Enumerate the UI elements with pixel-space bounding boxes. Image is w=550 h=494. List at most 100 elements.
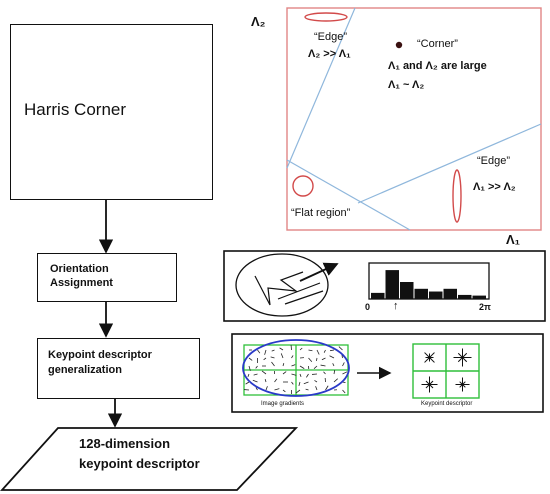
histogram-tick-max: 2π: [479, 302, 491, 312]
harris-corner-label: Harris Corner: [24, 100, 127, 119]
gradient-sample-arrow: [264, 349, 267, 355]
histogram-bar: [458, 294, 472, 299]
histogram-bar: [385, 270, 399, 299]
gradient-sample-arrow: [325, 385, 329, 391]
gradient-sample-arrow: [257, 349, 261, 354]
gradient-sample-arrow: [280, 353, 284, 359]
region-boundary-line-1: [286, 7, 356, 169]
gradient-sample-arrow: [333, 369, 336, 375]
orientation-label-line1: Orientation: [50, 263, 109, 275]
corner-line1: Λ₁ and Λ₂ are large: [388, 60, 487, 72]
image-gradients-grid: [243, 344, 349, 396]
region-boundary-line-3: [357, 123, 542, 204]
output-label-line1: 128-dimension: [79, 436, 171, 451]
edge-top-ellipse: [304, 12, 348, 22]
eigen-axis-x-label: Λ₁: [506, 232, 521, 247]
gradient-patch-line-a: [277, 282, 321, 300]
gradient-sample-arrow: [305, 388, 309, 391]
gradient-sample-arrow: [255, 387, 258, 391]
gradient-sample-arrow: [295, 389, 301, 394]
gradient-patch-circle: [235, 253, 329, 317]
orientation-label-line2: Assignment: [50, 277, 113, 289]
gradient-sample-arrow: [333, 378, 338, 383]
eigen-axis-y-label: Λ₂: [251, 14, 266, 29]
orientation-histogram-arrow: [462, 381, 466, 385]
gradient-sample-arrow: [261, 370, 267, 375]
gaussian-window-circle: [242, 339, 350, 397]
gradient-sample-arrow: [342, 371, 348, 375]
gradient-sample-arrow: [314, 380, 318, 383]
gradient-sample-arrow: [274, 378, 278, 383]
gradient-sample-arrow: [282, 363, 285, 367]
gradient-sample-arrow: [282, 389, 286, 393]
dominant-orientation-arrow: [299, 262, 339, 282]
gradient-sample-arrow: [263, 357, 267, 361]
gradient-sample-arrow: [338, 346, 343, 351]
harris-corner-box: Harris Corner: [10, 24, 213, 200]
gradient-sample-arrow: [303, 381, 309, 385]
orientation-histogram-arrow: [429, 357, 435, 363]
gradient-sample-arrow: [291, 364, 296, 367]
gradient-sample-arrow: [342, 362, 345, 367]
descriptor-label-line1: Keypoint descriptor: [48, 349, 152, 361]
region-boundary-line-2: [286, 159, 411, 231]
gradient-sample-arrow: [342, 389, 346, 394]
edge-top-title: “Edge”: [314, 31, 348, 43]
gradient-sample-arrow: [282, 371, 287, 375]
gradient-sample-arrow: [265, 386, 268, 391]
gradient-sample-arrow: [248, 365, 251, 371]
orientation-histogram-arrow: [429, 380, 434, 385]
gradient-sample-arrow: [264, 379, 267, 383]
orientation-histogram-arrow: [462, 352, 468, 358]
gradient-sample-arrow: [291, 373, 297, 376]
gradient-sample-arrow: [320, 364, 326, 367]
gradient-sample-arrow: [321, 357, 326, 361]
gradient-sample-arrow: [308, 349, 313, 352]
orientation-histogram-arrow: [457, 357, 463, 363]
flat-region-title: “Flat region”: [291, 207, 351, 219]
output-label-line2: keypoint descriptor: [79, 456, 200, 471]
histogram-bar: [472, 295, 486, 299]
gradient-sample-arrow: [270, 356, 275, 359]
gradient-patch-stroke: [254, 271, 304, 306]
gradient-sample-arrow: [315, 386, 318, 391]
orientation-assignment-box: Orientation Assignment: [37, 253, 177, 302]
gradient-sample-arrow: [323, 371, 326, 375]
orientation-histogram-arrow: [424, 357, 430, 363]
gradient-sample-arrow: [316, 349, 320, 355]
histogram-tick-min: 0: [365, 302, 371, 312]
gradient-sample-arrow: [313, 365, 318, 369]
histogram-bar: [443, 288, 457, 299]
histogram-bar: [429, 291, 443, 299]
histogram-bar: [400, 282, 414, 299]
histogram-bar: [371, 292, 385, 299]
keypoint-descriptor-generalization-box: Keypoint descriptor generalization: [37, 338, 200, 399]
gradient-sample-arrow: [274, 388, 280, 391]
gradient-sample-arrow: [323, 349, 326, 353]
gradient-sample-arrow: [308, 357, 313, 362]
gradient-sample-arrow: [271, 349, 275, 352]
orientation-histogram-arrow: [429, 384, 434, 389]
edge-right-ellipse: [452, 169, 462, 223]
histogram-bars: [371, 270, 486, 299]
image-gradients-caption: Image gradients: [261, 401, 305, 407]
gradient-sample-arrow: [279, 347, 284, 351]
keypoint-descriptor-grid: [412, 343, 480, 399]
gradient-sample-arrow: [248, 357, 253, 361]
gradient-sample-arrow: [299, 373, 302, 377]
orientation-histogram-arrow: [425, 380, 430, 385]
flat-region-circle: [292, 175, 314, 197]
corner-line2: Λ₁ ~ Λ₂: [388, 79, 425, 91]
gradient-sample-arrow: [245, 381, 250, 385]
gradient-sample-arrow: [341, 354, 343, 359]
orientation-histogram-arrow: [424, 352, 430, 358]
corner-dot: [395, 41, 403, 49]
gradient-sample-arrow: [299, 365, 305, 369]
gradient-sample-arrow: [253, 373, 258, 376]
corner-title: “Corner”: [417, 38, 458, 50]
